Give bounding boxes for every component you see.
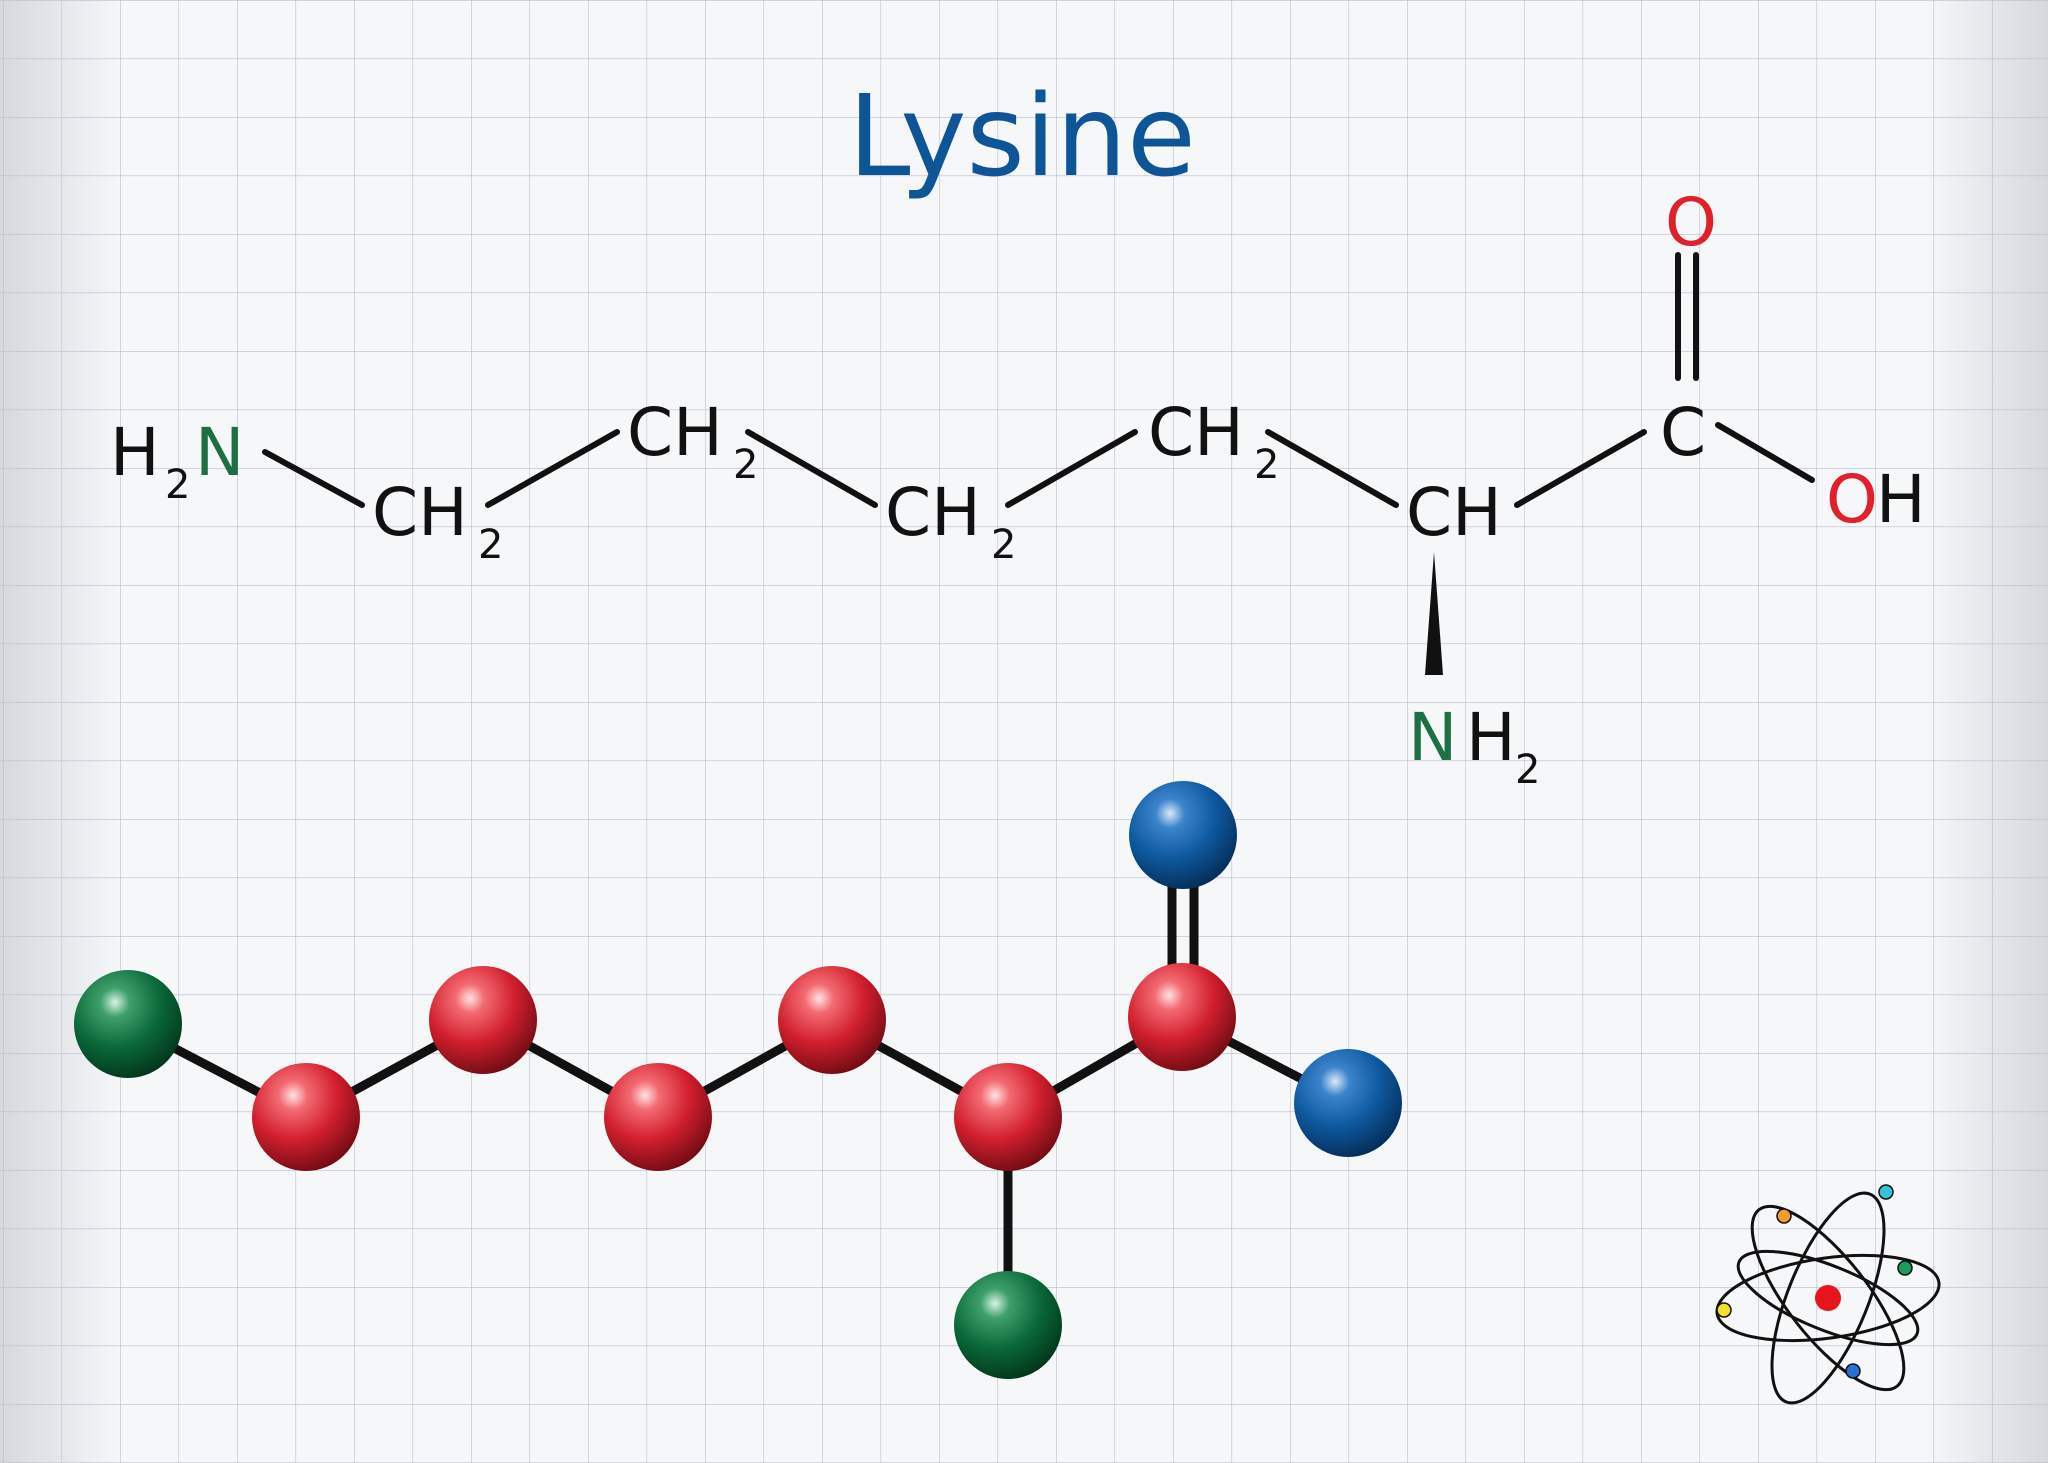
carbon-ball-alpha — [954, 1063, 1062, 1171]
svg-text:O: O — [1826, 461, 1878, 538]
carbonyl-oxygen: O — [1665, 184, 1717, 261]
bond-ch2-ch2-b — [745, 429, 878, 508]
carboxyl-carbon: C — [1660, 394, 1706, 471]
nitrogen-ball-alpha — [954, 1271, 1062, 1379]
svg-text:2: 2 — [1254, 442, 1279, 488]
carbon-ball-2 — [429, 966, 537, 1074]
svg-text:2: 2 — [165, 462, 190, 508]
bond-ch-c — [1514, 429, 1647, 508]
bond-ch2-ch2-a — [485, 429, 620, 508]
amino-group-left: H 2 N — [110, 414, 244, 508]
carbon-ball-carboxyl — [1128, 963, 1236, 1071]
ch2-group-2: CH 2 — [627, 394, 758, 488]
page-title: Lysine — [848, 72, 1196, 202]
svg-text:CH: CH — [1148, 394, 1244, 471]
carbon-ball-3 — [604, 1063, 712, 1171]
bond-ch2-ch2-c — [1005, 429, 1138, 508]
amino-group-alpha: N H 2 — [1408, 699, 1540, 793]
carbon-ball-4 — [778, 966, 886, 1074]
bond-n-ch2 — [262, 449, 365, 508]
nitrogen-ball-left — [74, 970, 182, 1078]
wedge-bond — [1425, 552, 1443, 675]
svg-text:2: 2 — [733, 442, 758, 488]
svg-text:N: N — [195, 414, 244, 491]
bond-c-oh — [1715, 422, 1815, 483]
oxygen-ball-carbonyl — [1129, 781, 1237, 889]
oxygen-ball-hydroxyl — [1294, 1049, 1402, 1157]
ch2-group-3: CH 2 — [885, 474, 1016, 568]
svg-text:C: C — [1660, 394, 1706, 471]
structural-formula — [262, 252, 1815, 508]
svg-text:O: O — [1665, 184, 1717, 261]
svg-text:CH: CH — [1406, 474, 1502, 551]
svg-text:CH: CH — [372, 474, 468, 551]
hydroxyl-group: O H — [1826, 461, 1926, 538]
svg-text:N: N — [1408, 699, 1457, 776]
svg-text:H: H — [1466, 699, 1516, 776]
svg-text:H: H — [110, 414, 160, 491]
ball-and-stick-model — [74, 781, 1402, 1379]
svg-text:2: 2 — [991, 522, 1016, 568]
alpha-carbon: CH — [1406, 474, 1502, 551]
svg-text:H: H — [1876, 461, 1926, 538]
ch2-group-4: CH 2 — [1148, 394, 1279, 488]
svg-text:2: 2 — [478, 522, 503, 568]
carbon-ball-1 — [252, 1063, 360, 1171]
atom-icon — [1715, 1184, 1941, 1405]
svg-text:CH: CH — [627, 394, 723, 471]
ch2-group-1: CH 2 — [372, 474, 503, 568]
svg-text:CH: CH — [885, 474, 981, 551]
svg-text:2: 2 — [1515, 747, 1540, 793]
bond-ch2-ch — [1265, 429, 1399, 508]
